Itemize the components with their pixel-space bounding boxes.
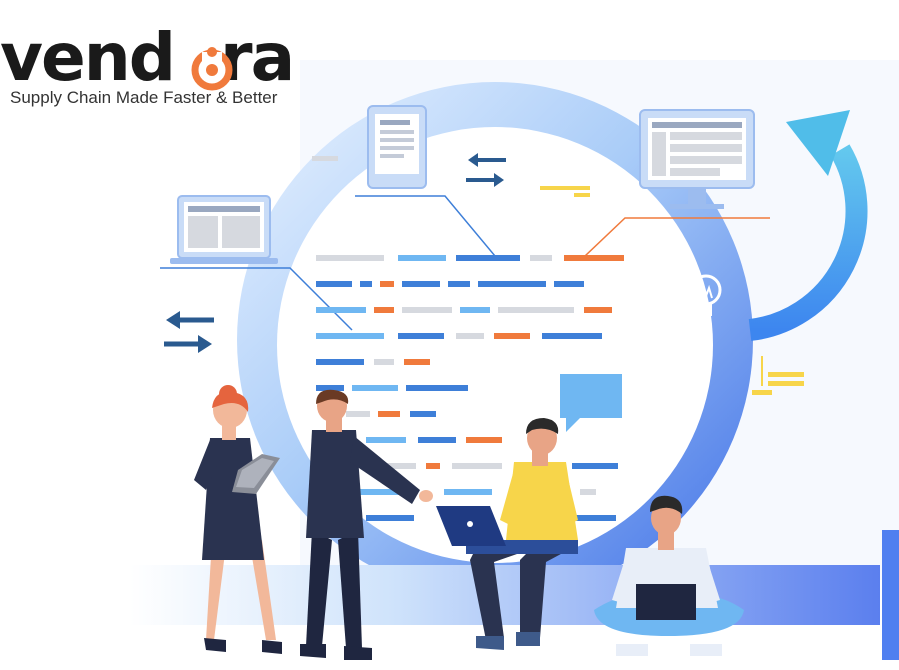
decorative-bars bbox=[312, 156, 804, 395]
cycle-arrow-icon bbox=[748, 110, 868, 341]
tablet-icon bbox=[367, 105, 427, 189]
logo-word-prefix: vend bbox=[0, 19, 176, 96]
person-man-sitting-cross-legged bbox=[594, 495, 744, 656]
monitor-icon bbox=[639, 109, 755, 209]
person-man-with-laptop bbox=[436, 418, 578, 650]
swap-arrows-left-icon bbox=[164, 311, 214, 353]
flow-arrow bbox=[130, 530, 899, 660]
logo-word-suffix: ra bbox=[220, 19, 295, 96]
laptop-icon bbox=[170, 195, 278, 264]
lightbulb-icon bbox=[690, 274, 722, 316]
data-bars bbox=[316, 255, 624, 521]
logo-tagline: Supply Chain Made Faster & Better bbox=[10, 88, 278, 107]
person-woman-with-tablet bbox=[194, 385, 282, 654]
person-man-pointing bbox=[300, 389, 433, 660]
swap-arrows-icon bbox=[466, 153, 506, 187]
speech-bubble-icon bbox=[560, 374, 622, 432]
logo-o-mark-icon bbox=[191, 47, 233, 91]
